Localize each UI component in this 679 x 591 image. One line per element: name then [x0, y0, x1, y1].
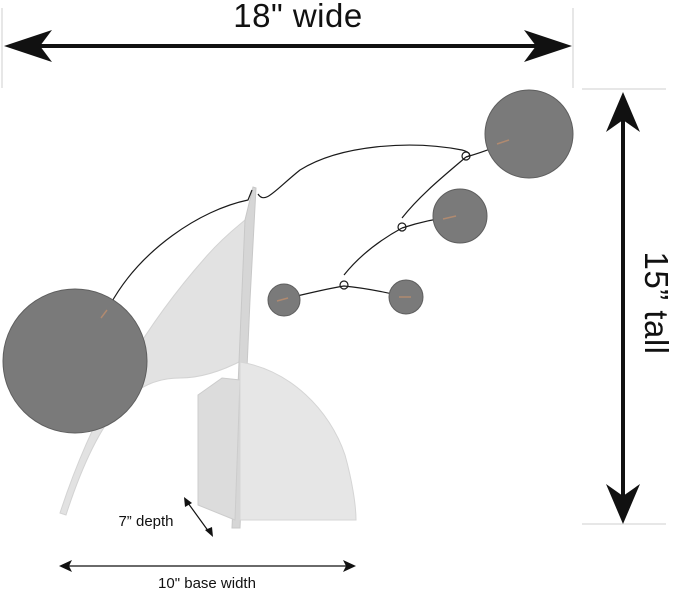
disc-middle-right	[432, 188, 488, 244]
disc-large	[2, 288, 148, 434]
wire-loop-top	[461, 151, 471, 161]
wire-loop-bottom	[339, 280, 349, 290]
base-front-panel	[197, 377, 241, 521]
base-right-leg	[239, 361, 357, 521]
arrowhead-right-icon	[524, 30, 572, 62]
wire-second-arm	[401, 156, 467, 219]
arrowhead-up-icon	[606, 92, 640, 132]
depth-dimension-arrow	[184, 497, 213, 537]
wire-main-arm	[257, 144, 471, 199]
wire-loop-middle	[397, 222, 407, 232]
width-label: 18" wide	[233, 0, 362, 34]
disc-attachments	[100, 139, 510, 319]
depth-label: 7” depth	[118, 513, 173, 530]
wire-big-disc-arm	[109, 189, 253, 306]
arrowhead-left-icon	[4, 30, 52, 62]
base-width-label: 10" base width	[158, 575, 256, 591]
width-dimension-arrow	[4, 30, 572, 62]
arrowhead-down-icon	[606, 484, 640, 524]
disc-top-right	[484, 89, 574, 179]
arrowhead-left-small-icon	[59, 560, 72, 572]
height-label: 15” tall	[638, 251, 675, 354]
base-width-dimension-arrow	[59, 560, 356, 572]
guide-lines	[1, 8, 666, 525]
mobile-discs	[2, 89, 574, 434]
arrowhead-right-small-icon	[343, 560, 356, 572]
wire-third-arm	[343, 227, 403, 276]
wire-bottom-arm	[283, 285, 407, 300]
disc-small-left	[267, 283, 301, 317]
sculpture-base	[59, 186, 357, 529]
height-dimension-arrow	[606, 92, 640, 524]
